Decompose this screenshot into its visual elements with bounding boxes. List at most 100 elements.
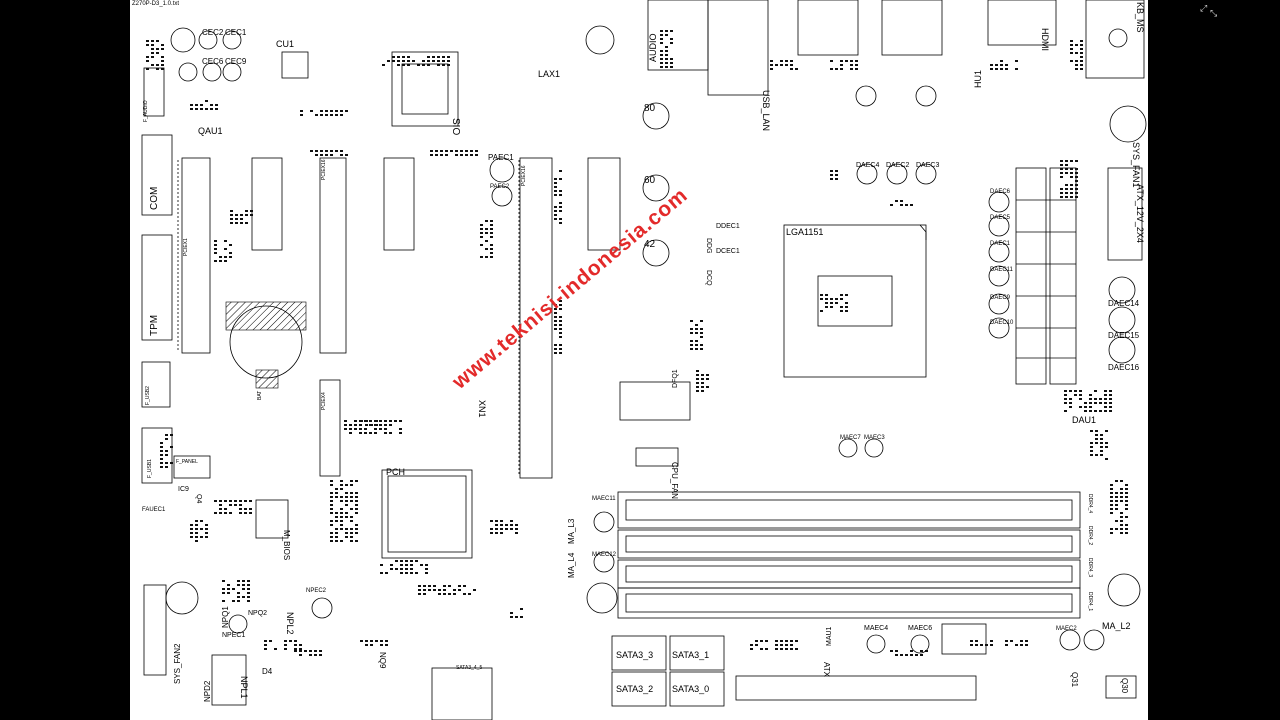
smd-pad — [1100, 446, 1103, 448]
smd-pad — [230, 210, 233, 212]
label-qau1: QAU1 — [198, 126, 223, 136]
smd-pad — [384, 420, 387, 422]
smd-pad — [696, 382, 699, 384]
com-header — [141, 134, 173, 216]
smd-pad — [433, 589, 436, 591]
smd-pad — [294, 648, 297, 650]
smd-pad — [470, 150, 473, 152]
smd-pad — [330, 110, 333, 112]
smd-pad — [160, 466, 163, 468]
smd-pad — [510, 524, 513, 526]
smd-pad — [428, 585, 431, 587]
smd-pad — [242, 584, 245, 586]
smd-pad — [269, 640, 272, 642]
smd-pad — [505, 528, 508, 530]
smd-pad — [1110, 488, 1113, 490]
smd-pad — [1060, 188, 1063, 190]
smd-pad — [304, 650, 307, 652]
smd-pad — [995, 64, 998, 66]
smd-pad — [237, 584, 240, 586]
smd-pad — [410, 564, 413, 566]
smd-pad — [340, 110, 343, 112]
smd-pad — [330, 114, 333, 116]
smd-pad — [701, 390, 704, 392]
ddr4-slot-3 — [617, 559, 1081, 589]
smd-pad — [970, 640, 973, 642]
smd-pad — [244, 508, 247, 510]
smd-pad — [385, 644, 388, 646]
smd-pad — [790, 68, 793, 70]
smd-pad — [1100, 438, 1103, 440]
label-ddr4-2: DDR4_2 — [1087, 526, 1093, 546]
smd-pad — [695, 344, 698, 346]
label-npec1: NPEC1 — [222, 632, 246, 639]
smd-pad — [340, 484, 343, 486]
label-cec1: CEC1 — [225, 28, 247, 37]
smd-pad — [830, 68, 833, 70]
smd-pad — [500, 524, 503, 526]
collapse-icon[interactable]: ⤡ — [1210, 8, 1218, 18]
smd-pad — [161, 68, 164, 70]
smd-pad — [696, 378, 699, 380]
smd-pad — [151, 56, 154, 58]
label-npq1: NPQ1 — [221, 606, 230, 628]
smd-pad — [437, 56, 440, 58]
smd-pad — [395, 568, 398, 570]
smd-pad — [795, 648, 798, 650]
smd-pad — [160, 462, 163, 464]
smd-pad — [840, 68, 843, 70]
smd-pad — [435, 150, 438, 152]
expand-icon[interactable]: ⤢ — [1200, 3, 1208, 13]
smd-pad — [465, 154, 468, 156]
smd-pad — [247, 600, 250, 602]
smd-pad — [156, 64, 159, 66]
label-xn1: XN1 — [477, 400, 487, 418]
pciex16-slot-2 — [519, 157, 553, 479]
label-bat: BAT — [257, 390, 263, 400]
smd-pad — [1110, 512, 1113, 514]
smd-pad — [468, 593, 471, 595]
smd-pad — [1069, 402, 1072, 404]
smd-pad — [455, 150, 458, 152]
smd-pad — [229, 256, 232, 258]
smd-pad — [665, 30, 668, 32]
smd-pad — [910, 650, 913, 652]
smd-pad — [510, 616, 513, 618]
label-kb-ms: KB_MS — [1135, 2, 1145, 33]
smd-pad — [1070, 188, 1073, 190]
document-file-name: Z270P-D3_1.0.txt — [132, 1, 180, 7]
smd-pad — [1074, 390, 1077, 392]
smd-pad — [239, 512, 242, 514]
smd-pad — [485, 228, 488, 230]
smd-pad — [1125, 504, 1128, 506]
smd-pad — [427, 64, 430, 66]
smd-pad — [190, 104, 193, 106]
ps2-port — [1108, 28, 1128, 48]
smd-pad — [1125, 484, 1128, 486]
smd-pad — [335, 114, 338, 116]
smd-pad — [1125, 492, 1128, 494]
smd-pad — [1120, 496, 1123, 498]
smd-pad — [1080, 68, 1083, 70]
smd-pad — [245, 210, 248, 212]
smd-pad — [1125, 532, 1128, 534]
smd-pad — [350, 480, 353, 482]
smd-pad — [785, 644, 788, 646]
smd-pad — [330, 520, 333, 522]
smd-pad — [1075, 184, 1078, 186]
smd-pad — [670, 58, 673, 60]
viewer-toolbar: ⤢ ⤡ — [1200, 4, 1224, 20]
smd-pad — [417, 64, 420, 66]
smd-pad — [554, 320, 557, 322]
smd-pad — [830, 302, 833, 304]
label-sata3-2: SATA3_2 — [616, 684, 654, 694]
smd-pad — [1065, 172, 1068, 174]
label-ddr4-3: DDR4_3 — [1087, 558, 1093, 578]
label-atx: ATX — [822, 662, 831, 677]
ddr4-slot-1 — [617, 587, 1081, 619]
smd-pad — [205, 528, 208, 530]
smd-pad — [695, 348, 698, 350]
smd-pad — [700, 320, 703, 322]
smd-pad — [205, 532, 208, 534]
smd-pad — [1080, 52, 1083, 54]
